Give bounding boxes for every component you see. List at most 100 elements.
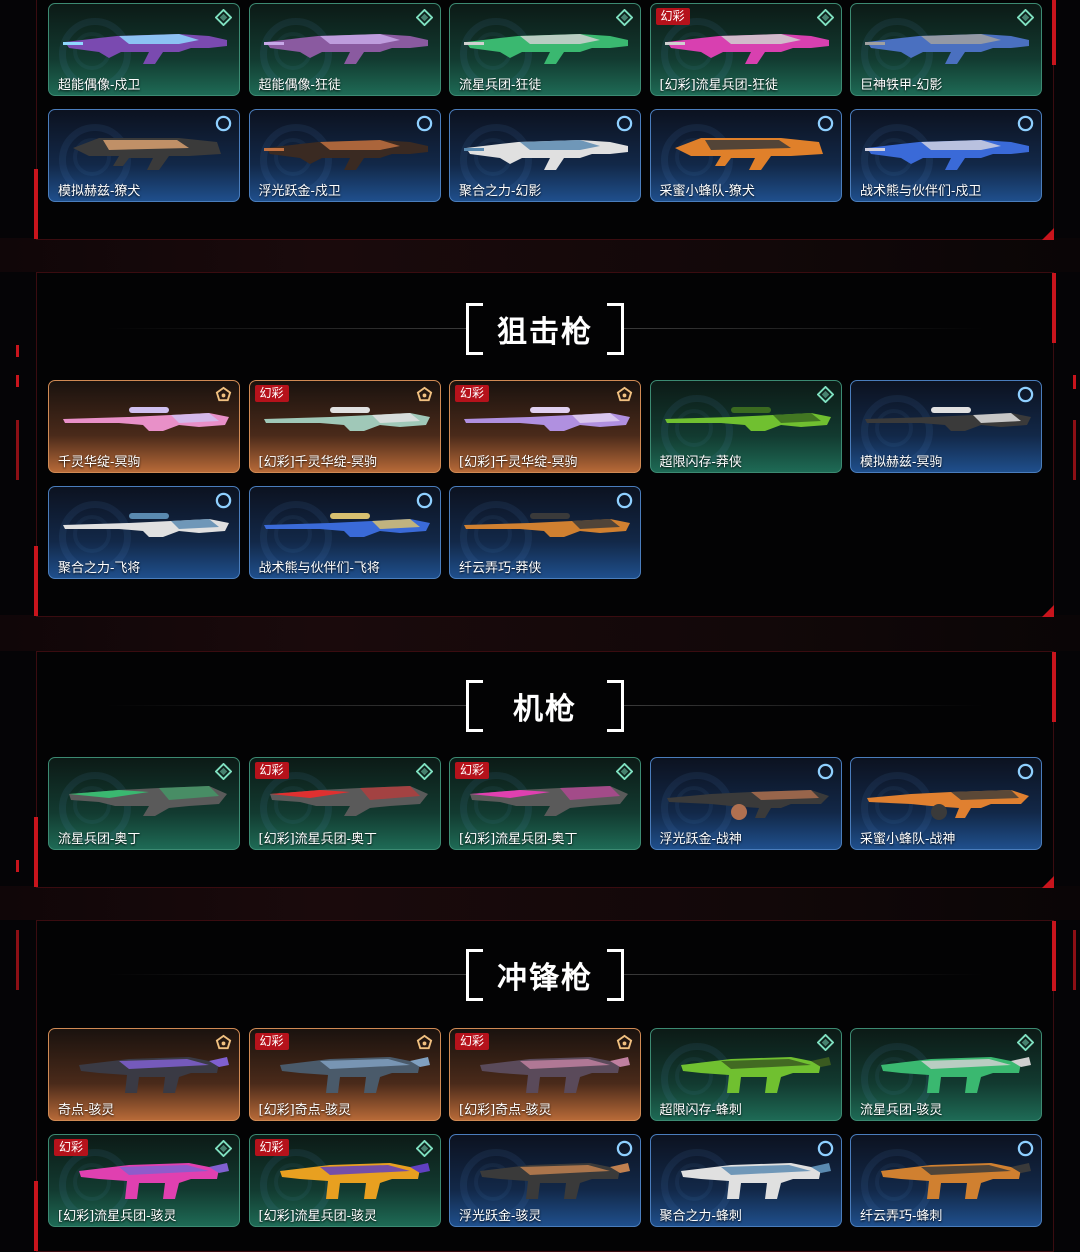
weapon-skin-card[interactable]: 幻彩[幻彩]流星兵团-骇灵 [48, 1134, 240, 1227]
weapon-skin-card[interactable]: 巨神铁甲-幻影 [850, 3, 1042, 96]
weapon-image [464, 513, 630, 537]
section-title: 狙击枪 [497, 315, 593, 350]
heading-rule [107, 705, 467, 706]
blue-circle-rank-icon [616, 492, 633, 509]
green-diamond-rank-icon [215, 763, 232, 780]
weapon-skin-card[interactable]: 模拟赫兹-獠犬 [48, 109, 240, 202]
blue-circle-rank-icon [1017, 763, 1034, 780]
weapon-skin-card[interactable]: 聚合之力-飞将 [48, 486, 240, 579]
heading-bracket: 机枪 [466, 680, 624, 732]
bracket-right [607, 680, 624, 732]
weapon-skin-name: 巨神铁甲-幻影 [860, 78, 943, 93]
weapon-skin-card[interactable]: 超能偶像-戍卫 [48, 3, 240, 96]
weapon-image [480, 1163, 630, 1199]
blue-circle-rank-icon [817, 763, 833, 780]
side-decoration [16, 860, 19, 872]
weapon-skin-name: [幻彩]流星兵团-骇灵 [58, 1209, 177, 1224]
weapon-skin-card[interactable]: 采蜜小蜂队-战神 [850, 757, 1042, 850]
card-bg-ring [875, 1163, 913, 1201]
weapon-image [263, 513, 430, 537]
weapon-skin-card[interactable]: 幻彩[幻彩]奇点-骇灵 [248, 1028, 441, 1121]
card-bg-ring [259, 501, 332, 573]
card-bg-ring [861, 124, 933, 196]
weapon-skin-card[interactable]: 纤云弄巧-蜂刺 [850, 1134, 1042, 1227]
weapon-skin-name: 超能偶像-狂徒 [258, 78, 341, 93]
weapon-skin-name: 战术熊与伙伴们-戍卫 [860, 184, 982, 199]
weapon-image [279, 1163, 430, 1199]
weapon-skin-name: 采蜜小蜂队-獠犬 [659, 184, 755, 199]
weapon-skin-name: [幻彩]流星兵团-狂徒 [659, 78, 779, 93]
heading-rule [623, 328, 983, 329]
weapon-skin-card[interactable]: 浮光跃金-骇灵 [449, 1134, 641, 1227]
blue-circle-rank-icon [1017, 1140, 1034, 1157]
weapon-skin-name: 流星兵团-狂徒 [459, 78, 542, 93]
green-diamond-rank-icon [215, 1140, 232, 1157]
weapon-image [63, 407, 229, 431]
weapon-image [464, 34, 628, 64]
card-bg-ring [474, 1163, 512, 1201]
weapon-skin-card[interactable]: 流星兵团-奥丁 [48, 757, 240, 850]
heading-rule [623, 705, 983, 706]
card-bg-ring [460, 124, 532, 196]
section-title: 冲锋枪 [497, 961, 593, 996]
variant-badge: 幻彩 [254, 762, 289, 779]
weapon-skin-card[interactable]: 流星兵团-骇灵 [850, 1028, 1042, 1121]
green-diamond-rank-icon [215, 9, 232, 26]
weapon-skin-card[interactable]: 幻彩[幻彩]流星兵团-奥丁 [248, 757, 441, 850]
card-bg-ring [875, 1057, 913, 1095]
weapon-skin-card[interactable]: 幻彩 [幻彩]千灵华绽-冥驹 [449, 380, 641, 473]
weapon-skin-card[interactable]: 聚合之力-蜂刺 [649, 1134, 842, 1227]
weapon-skin-card[interactable]: 幻彩[幻彩]流星兵团-骇灵 [248, 1134, 441, 1227]
weapon-skin-name: [幻彩]千灵华绽-冥驹 [459, 455, 578, 470]
weapon-skin-card[interactable]: 战术熊与伙伴们-戍卫 [850, 109, 1042, 202]
side-decoration [1073, 375, 1076, 389]
weapon-skin-card[interactable]: 超能偶像-狂徒 [248, 3, 441, 96]
card-bg-ring [259, 772, 332, 844]
weapon-skin-name: 超限闪存-莽侠 [659, 455, 742, 470]
weapon-skin-name: 聚合之力-蜂刺 [659, 1209, 742, 1224]
weapon-skin-name: [幻彩]流星兵团-奥丁 [459, 832, 578, 847]
card-bg-ring [273, 515, 312, 553]
weapon-skin-card[interactable]: 纤云弄巧-莽侠 [449, 486, 641, 579]
weapon-skin-card[interactable]: 聚合之力-幻影 [449, 109, 641, 202]
green-diamond-rank-icon [1017, 9, 1034, 26]
variant-badge: 幻彩 [254, 385, 289, 402]
weapon-skin-card[interactable]: 模拟赫兹-冥驹 [850, 380, 1042, 473]
card-bg-ring [674, 1163, 713, 1201]
card-bg-ring [660, 772, 733, 844]
weapon-skin-card[interactable]: 千灵华绽-冥驹 [48, 380, 240, 473]
variant-badge: 幻彩 [455, 385, 490, 402]
weapon-skin-card[interactable]: 战术熊与伙伴们-飞将 [248, 486, 441, 579]
weapon-skin-card[interactable]: 浮光跃金-战神 [649, 757, 842, 850]
weapon-skin-card[interactable]: 流星兵团-狂徒 [449, 3, 641, 96]
weapon-skin-card[interactable]: 超限闪存-蜂刺 [649, 1028, 842, 1121]
card-bg-ring [73, 138, 111, 176]
weapon-skin-card[interactable]: 幻彩[幻彩]千灵华绽-冥驹 [248, 380, 441, 473]
weapon-skin-card[interactable]: 采蜜小蜂队-獠犬 [649, 109, 842, 202]
background-stripe [0, 615, 1080, 651]
card-bg-ring [460, 501, 532, 573]
weapon-skin-card[interactable]: 幻彩[幻彩]奇点-骇灵 [449, 1028, 641, 1121]
weapon-skin-card[interactable]: 浮光跃金-戍卫 [248, 109, 441, 202]
weapon-skin-name: 千灵华绽-冥驹 [58, 455, 141, 470]
green-diamond-rank-icon [816, 1034, 834, 1051]
weapon-image [263, 34, 428, 64]
blue-circle-rank-icon [416, 115, 432, 132]
green-diamond-rank-icon [816, 386, 834, 403]
blue-circle-rank-icon [416, 492, 432, 509]
card-bg-ring [59, 772, 131, 844]
weapon-skin-card[interactable]: 幻彩[幻彩]流星兵团-奥丁 [449, 757, 641, 850]
weapon-skin-card[interactable]: 超限闪存-莽侠 [649, 380, 842, 473]
green-diamond-rank-icon [1017, 1034, 1034, 1051]
weapon-skin-card[interactable]: 幻彩[幻彩]流星兵团-狂徒 [649, 3, 842, 96]
weapon-skin-card[interactable]: 奇点-骇灵 [48, 1028, 240, 1121]
weapon-skin-name: 流星兵团-骇灵 [860, 1103, 943, 1118]
heading-rule [107, 328, 467, 329]
section-heading: 冲锋枪 [37, 945, 1053, 1005]
green-diamond-rank-icon [816, 9, 834, 26]
blue-circle-rank-icon [817, 115, 833, 132]
panel-corner [1042, 876, 1054, 888]
side-decoration [16, 375, 19, 387]
panel-corner [1042, 228, 1054, 240]
card-bg-ring [875, 786, 913, 824]
